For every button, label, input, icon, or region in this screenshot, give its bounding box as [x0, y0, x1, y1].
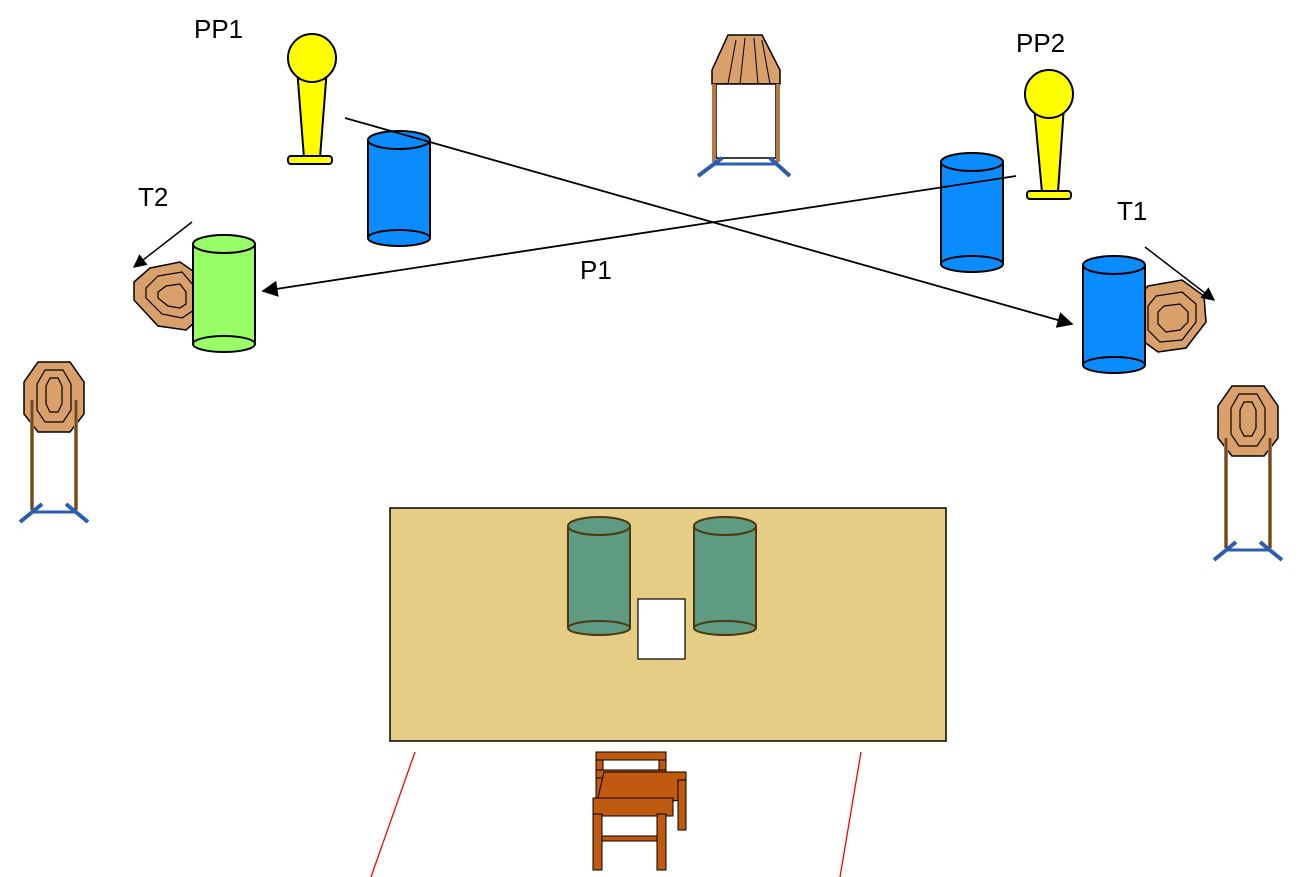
target-stand-icon [696, 84, 792, 178]
barrel-icon [192, 234, 256, 353]
barrel-blue-left [367, 130, 431, 247]
chair-icon [592, 751, 687, 871]
chair [592, 751, 687, 871]
popper-icon [1024, 69, 1074, 200]
ipsc-target-icon [1135, 279, 1207, 353]
target-top-center [696, 34, 792, 178]
label-t2: T2 [138, 182, 168, 212]
barrel-icon [693, 516, 757, 636]
ipsc-target-icon [133, 261, 203, 331]
barrel-icon [567, 516, 631, 636]
barrel-blue-right [940, 152, 1004, 273]
barrel-icon [367, 130, 431, 247]
path-arrow-pp2-to-t2 [261, 175, 1017, 297]
popper-icon [287, 33, 337, 165]
arrow-t2 [132, 221, 193, 268]
barrel-blue-t1 [1082, 255, 1146, 374]
ipsc-target-icon [711, 34, 781, 159]
label-p1: P1 [580, 255, 612, 285]
paper-sheet [637, 598, 686, 660]
popper-pp1: PP1 [194, 14, 337, 165]
label-pp2: PP2 [1016, 28, 1065, 58]
target-right-standing [1212, 385, 1284, 562]
barrel-green [192, 234, 256, 353]
target-t1 [1135, 279, 1207, 353]
path-arrow-pp1-to-t1 [344, 117, 1074, 328]
label-pp1: PP1 [194, 14, 243, 44]
table [389, 507, 947, 742]
barrel-table-left [567, 516, 631, 636]
target-t2 [133, 261, 203, 331]
fault-line-left [370, 751, 416, 877]
barrel-icon [1082, 255, 1146, 374]
barrel-icon [940, 152, 1004, 273]
fault-line-right [839, 751, 862, 877]
popper-pp2: PP2 [1016, 28, 1074, 200]
label-t1: T1 [1117, 196, 1147, 226]
barrel-table-right [693, 516, 757, 636]
target-left-standing [18, 361, 90, 524]
arrow-t1 [1144, 246, 1216, 301]
